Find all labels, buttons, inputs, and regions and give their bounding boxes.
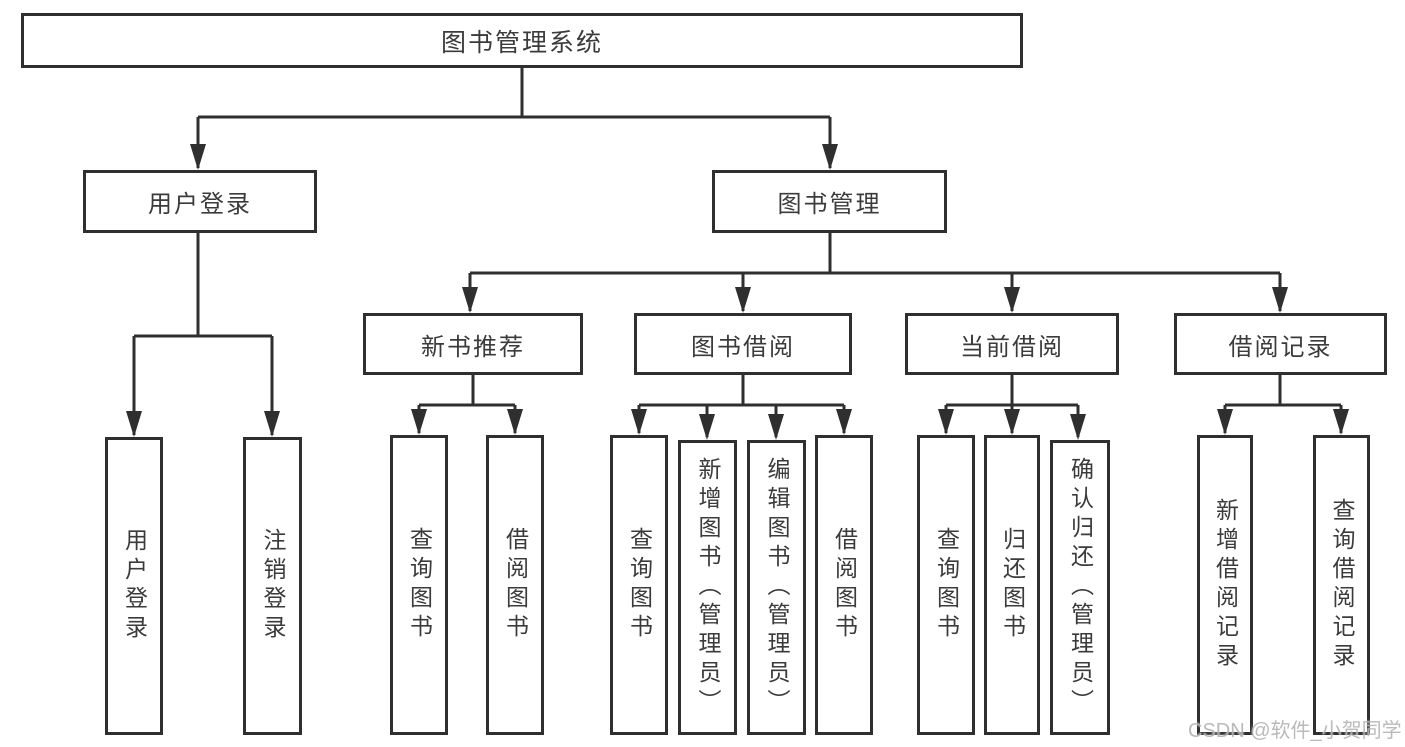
node-user-login-leaf: 用户登录	[105, 437, 163, 735]
node-borrowing-records-label: 借阅记录	[1228, 333, 1333, 361]
node-book-management-label: 图书管理	[777, 191, 882, 218]
node-query-borrow-record-label: 查询借阅记录	[1329, 498, 1355, 672]
node-borrow-books-recommend-label: 借阅图书	[502, 527, 529, 643]
node-borrowing-records: 借阅记录	[1174, 313, 1387, 375]
node-add-books-admin-label: 新增图书（管理员）	[695, 457, 721, 718]
node-query-books-current: 查询图书	[917, 435, 975, 735]
arrowhead-icons	[126, 144, 1349, 440]
node-book-borrowing: 图书借阅	[634, 313, 852, 375]
node-confirm-return-admin: 确认归还（管理员）	[1050, 440, 1110, 735]
node-logout-label: 注销登录	[260, 528, 286, 644]
node-query-books-current-label: 查询图书	[933, 527, 960, 643]
node-new-book-recommend: 新书推荐	[363, 313, 583, 375]
node-confirm-return-admin-label: 确认归还（管理员）	[1067, 457, 1094, 718]
node-library-management-system: 图书管理系统	[21, 13, 1023, 68]
node-add-borrow-record-label: 新增借阅记录	[1212, 498, 1239, 672]
node-return-books-label: 归还图书	[999, 527, 1026, 643]
node-add-borrow-record: 新增借阅记录	[1197, 435, 1253, 735]
node-user-login: 用户登录	[83, 170, 317, 233]
node-user-login-label: 用户登录	[148, 191, 252, 218]
node-book-borrowing-label: 图书借阅	[691, 333, 795, 361]
node-logout: 注销登录	[243, 437, 302, 735]
node-query-books-recommend: 查询图书	[390, 435, 448, 735]
node-borrow-books-borrowing: 借阅图书	[815, 435, 873, 735]
node-query-books-recommend-label: 查询图书	[406, 527, 433, 643]
node-return-books: 归还图书	[984, 435, 1040, 735]
node-current-borrowing-label: 当前借阅	[960, 333, 1064, 361]
node-edit-books-admin: 编辑图书（管理员）	[747, 440, 806, 735]
csdn-watermark: CSDN @软件_小贺同学	[1188, 720, 1402, 742]
node-library-management-system-label: 图书管理系统	[440, 28, 603, 57]
node-borrow-books-recommend: 借阅图书	[486, 435, 544, 735]
node-user-login-leaf-label: 用户登录	[121, 528, 148, 644]
node-current-borrowing: 当前借阅	[905, 313, 1119, 375]
node-new-book-recommend-label: 新书推荐	[421, 333, 525, 361]
node-query-books-borrowing-label: 查询图书	[626, 527, 653, 643]
node-book-management: 图书管理	[712, 170, 947, 233]
node-edit-books-admin-label: 编辑图书（管理员）	[764, 457, 790, 718]
connector-paths	[132, 68, 1343, 437]
node-borrow-books-borrowing-label: 借阅图书	[831, 527, 858, 643]
node-query-books-borrowing: 查询图书	[610, 435, 668, 735]
node-query-borrow-record: 查询借阅记录	[1313, 435, 1370, 735]
node-add-books-admin: 新增图书（管理员）	[678, 440, 737, 735]
